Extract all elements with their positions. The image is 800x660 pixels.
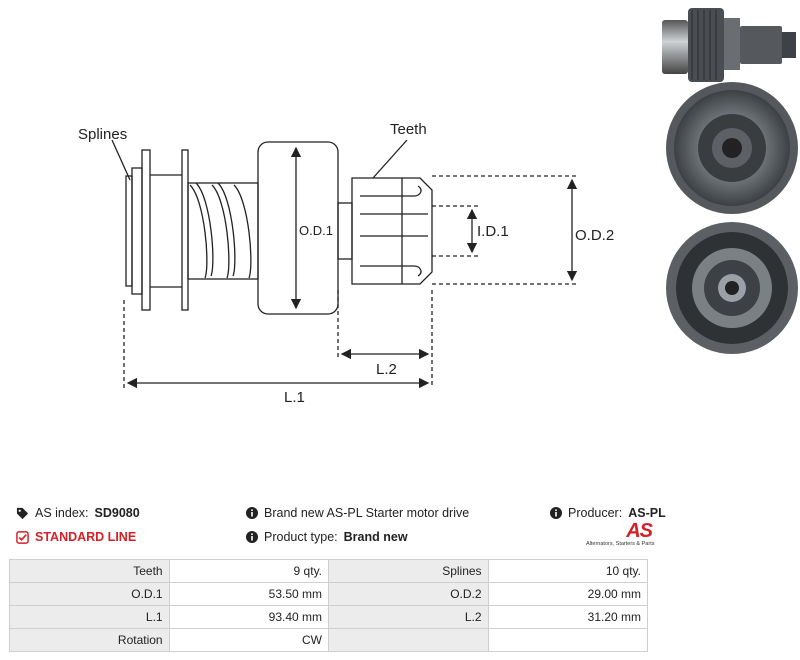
product-type-value: Brand new xyxy=(343,530,408,544)
spec-value xyxy=(487,628,649,652)
table-row: Teeth 9 qty. Splines 10 qty. xyxy=(9,559,649,583)
logo-subtext: Alternators, Starters & Parts xyxy=(586,541,655,547)
producer-row: Producer: AS-PL xyxy=(550,506,666,520)
spec-value: 9 qty. xyxy=(168,559,330,583)
spec-value: 29.00 mm xyxy=(487,582,649,606)
spec-label: Teeth xyxy=(9,559,170,583)
as-index-value: SD9080 xyxy=(94,506,140,520)
table-row: L.1 93.40 mm L.2 31.20 mm xyxy=(9,605,649,629)
spec-label: L.1 xyxy=(9,605,170,629)
spec-label: O.D.1 xyxy=(9,582,170,606)
spec-value: CW xyxy=(168,628,330,652)
spec-label: Splines xyxy=(328,559,489,583)
checkbox-checked-icon xyxy=(16,530,29,544)
product-type-row: Product type: Brand new xyxy=(246,530,408,544)
spec-value: 31.20 mm xyxy=(487,605,649,629)
spec-value: 93.40 mm xyxy=(168,605,330,629)
photo-side-view xyxy=(662,8,796,82)
logo-mark: AS xyxy=(626,520,653,542)
label-l2: L.2 xyxy=(376,361,397,378)
info-icon xyxy=(246,507,258,519)
standard-line-row: STANDARD LINE xyxy=(16,530,136,544)
spec-label: L.2 xyxy=(328,605,489,629)
spec-label xyxy=(328,628,489,652)
description-row: Brand new AS-PL Starter motor drive xyxy=(246,506,469,520)
label-teeth: Teeth xyxy=(390,121,427,138)
description-text: Brand new AS-PL Starter motor drive xyxy=(264,506,470,520)
spec-label: Rotation xyxy=(9,628,170,652)
label-id1: I.D.1 xyxy=(477,223,509,240)
spec-label: O.D.2 xyxy=(328,582,489,606)
producer-value: AS-PL xyxy=(628,506,666,520)
spec-value: 10 qty. xyxy=(487,559,649,583)
standard-line-label: STANDARD LINE xyxy=(35,530,137,544)
label-od1: O.D.1 xyxy=(299,223,333,238)
producer-label: Producer: xyxy=(568,506,623,520)
product-type-label: Product type: xyxy=(264,530,338,544)
label-od2: O.D.2 xyxy=(575,227,614,244)
spec-table: Teeth 9 qty. Splines 10 qty. O.D.1 53.50… xyxy=(9,559,649,652)
as-pl-logo: AS Alternators, Starters & Parts xyxy=(586,520,655,552)
as-index-label: AS index: xyxy=(35,506,89,520)
info-icon xyxy=(550,507,562,519)
tag-icon xyxy=(16,507,29,519)
spec-value: 53.50 mm xyxy=(168,582,330,606)
label-l1: L.1 xyxy=(284,389,305,406)
as-index-row: AS index: SD9080 xyxy=(16,506,140,520)
table-row: O.D.1 53.50 mm O.D.2 29.00 mm xyxy=(9,582,649,606)
label-splines: Splines xyxy=(78,126,127,143)
info-icon xyxy=(246,531,258,543)
technical-drawing: Splines Teeth O.D.1 I.D.1 O.D.2 L.2 L.1 xyxy=(78,8,798,406)
photo-gear-back xyxy=(666,222,798,354)
table-row: Rotation CW xyxy=(9,628,649,652)
photo-gear-front xyxy=(666,82,798,214)
